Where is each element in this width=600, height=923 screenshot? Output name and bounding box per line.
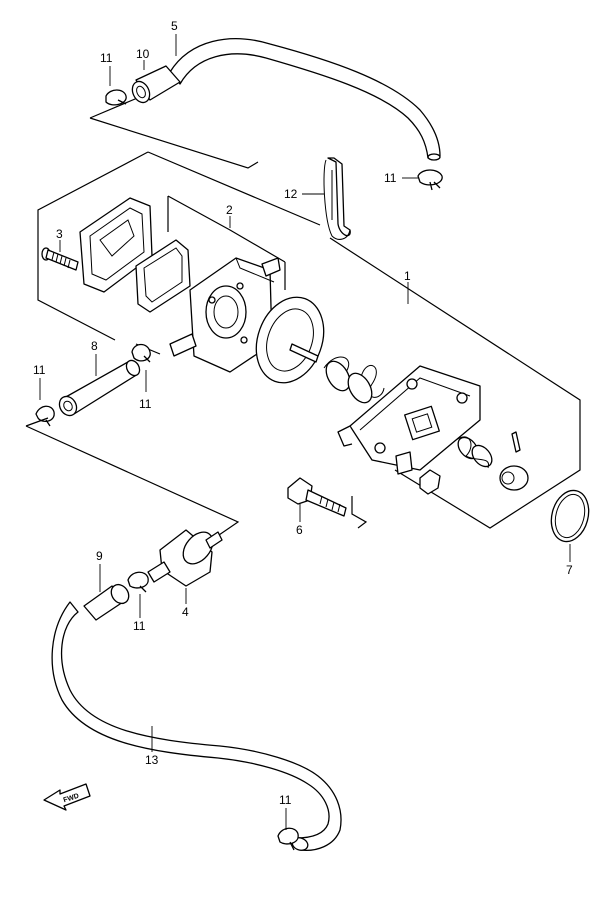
o-ring-7: [550, 489, 590, 543]
fuel-filter-4: [147, 529, 223, 587]
callouts: 5 10 11 11 12 2 3 1 8 11 11 6 7 9 4 11 1…: [33, 19, 573, 807]
forward-arrow-icon: FWD: [43, 783, 91, 811]
callout-1: 1: [404, 269, 411, 283]
hose-clip-11: [127, 571, 149, 593]
callout-3: 3: [56, 227, 63, 241]
hose-5: [169, 38, 441, 159]
fwd-label: FWD: [63, 793, 80, 805]
callout-10: 10: [136, 47, 150, 61]
hose-clip-11: [105, 89, 127, 106]
hose-8: [58, 359, 141, 417]
callout-11: 11: [33, 363, 46, 377]
callout-12: 12: [284, 187, 298, 201]
leader-lines: [39, 34, 571, 830]
callout-11: 11: [279, 793, 292, 807]
gasket-2: [135, 239, 191, 313]
valve-cap: [499, 465, 529, 491]
pin: [511, 431, 521, 453]
screw-3: [41, 247, 79, 271]
hose-clip-11: [277, 827, 299, 851]
pump-assembly-box: [37, 151, 581, 529]
strap-12: [327, 157, 351, 237]
hose-clip-11: [131, 343, 151, 363]
callout-2: 2: [226, 203, 233, 217]
hose-clip-11: [417, 169, 443, 191]
diaphragm-spring: [323, 356, 385, 404]
hose-clip-11: [35, 405, 55, 427]
callout-4: 4: [182, 605, 189, 619]
relief-spring: [455, 436, 493, 469]
nut: [419, 469, 441, 495]
callout-5: 5: [171, 19, 178, 33]
callout-8: 8: [91, 339, 98, 353]
callout-11: 11: [133, 619, 146, 633]
callout-13: 13: [145, 753, 159, 767]
hose-13: [51, 601, 342, 852]
callout-6: 6: [296, 523, 303, 537]
callout-7: 7: [566, 563, 573, 577]
pump-cover: [337, 365, 481, 475]
callout-11: 11: [100, 51, 113, 65]
callout-11: 11: [384, 171, 397, 185]
callout-9: 9: [96, 549, 103, 563]
bolt-6: [287, 477, 347, 517]
diaphragm: [255, 296, 325, 384]
upper-hose-group: [89, 38, 443, 191]
callout-11: 11: [139, 397, 152, 411]
